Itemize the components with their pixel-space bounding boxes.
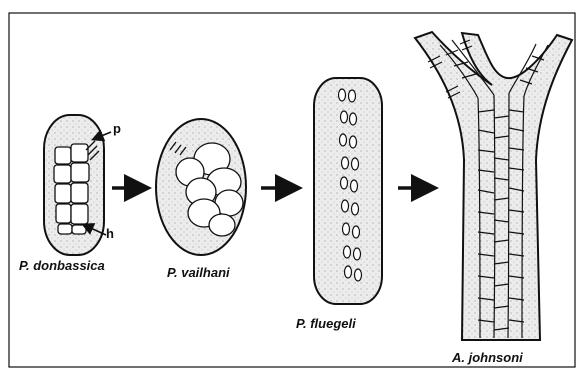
species-label-p-fluegeli: P. fluegeli [296, 316, 356, 331]
species-label-p-donbassica: P. donbassica [19, 258, 105, 273]
species-label-a-johnsoni: A. johnsoni [452, 350, 523, 365]
p-callout-label: p [113, 121, 121, 136]
p-donbassica-specimen [44, 115, 111, 255]
species-label-p-vailhani: P. vailhani [167, 265, 230, 280]
h-callout-label: h [106, 226, 114, 241]
p-fluegeli-specimen [314, 78, 382, 304]
a-johnsoni-specimen [415, 32, 572, 340]
p-vailhani-specimen [156, 119, 246, 255]
